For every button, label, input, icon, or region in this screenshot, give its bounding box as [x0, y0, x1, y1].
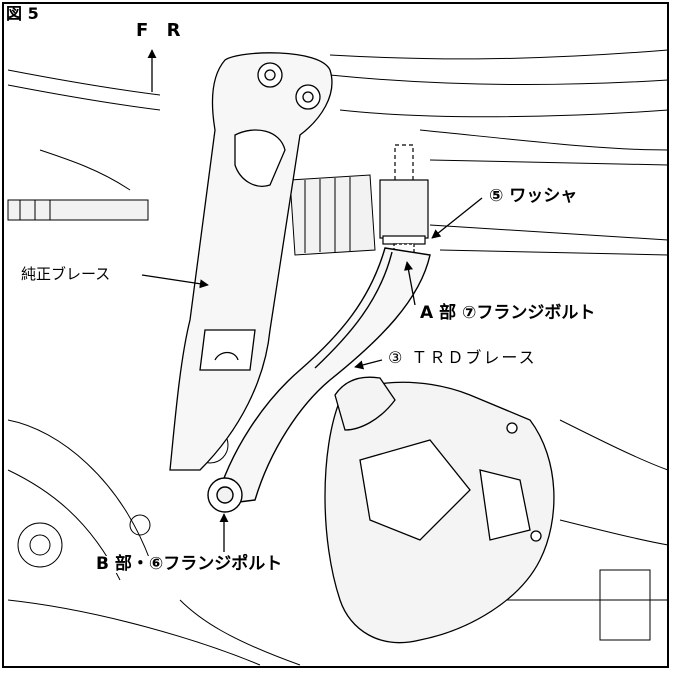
leader-arrows — [141, 49, 483, 552]
washer-callout: ⑤ ワッシャ — [486, 188, 581, 205]
top-bolt-assembly — [379, 144, 429, 261]
front-direction-label: F R — [136, 20, 187, 41]
lower-right-component — [324, 376, 555, 644]
trd-brace-part — [207, 247, 431, 513]
flange-bolt-a-callout: A 部 ⑦フランジボルト — [417, 305, 599, 322]
stock-brace-part — [169, 52, 333, 471]
stock-brace-callout: 純正ブレース — [18, 267, 114, 282]
figure-label: 図 5 — [6, 4, 39, 23]
trd-brace-callout: ③ ＴＲＤブレース — [385, 350, 540, 366]
flange-bolt-b-callout: B 部・⑥フランジポルト — [93, 556, 286, 573]
background-mechanics — [7, 49, 669, 666]
trd-brace-leader — [354, 359, 383, 370]
washer-leader — [431, 197, 483, 239]
stock-brace-leader — [141, 274, 209, 289]
flange-a-leader — [404, 261, 416, 306]
